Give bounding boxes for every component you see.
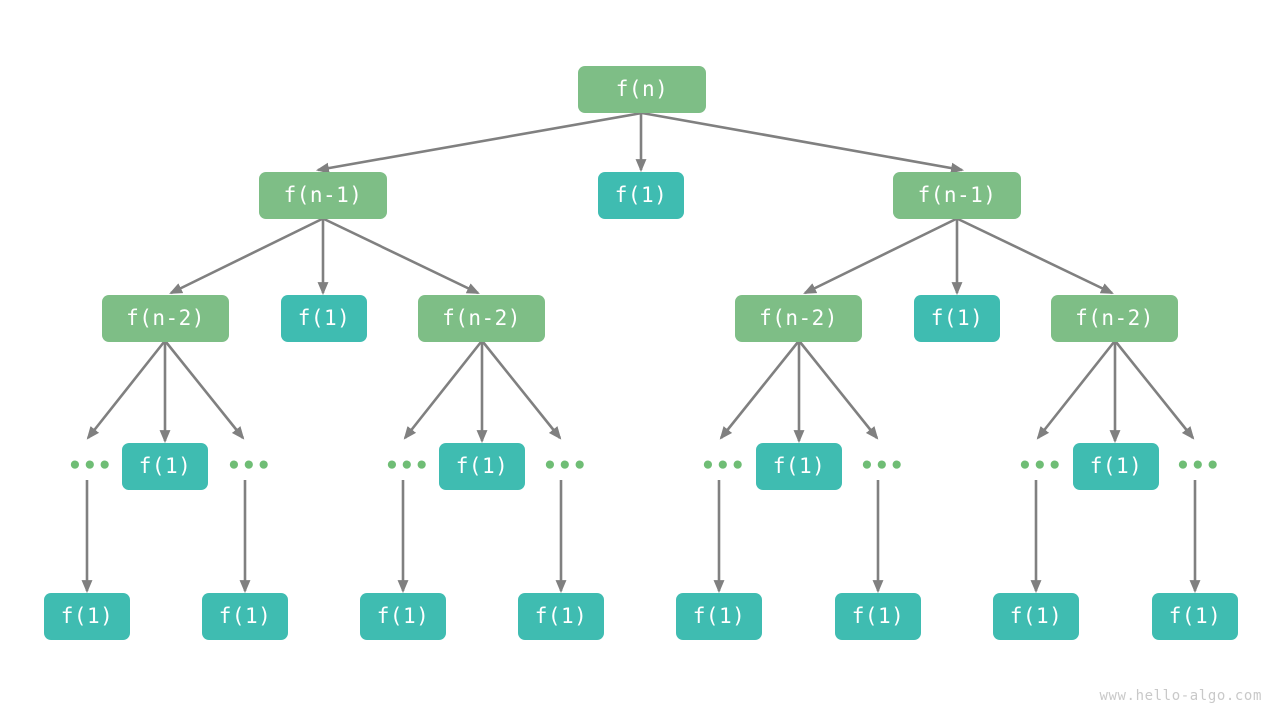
tree-node-label: f(n-2) [759, 306, 838, 330]
tree-node-label: f(n-2) [126, 306, 205, 330]
tree-node-label: f(1) [455, 454, 509, 478]
edge-n2f-to-e8 [1114, 341, 1195, 440]
edge-n0-to-n1c [641, 111, 965, 174]
edge-n1a-to-n2a [169, 217, 323, 295]
edge-n2a-to-e1 [86, 341, 166, 440]
tree-node-n2c[interactable]: f(n-2) [418, 295, 545, 342]
tree-node-n4a[interactable]: f(1) [44, 593, 130, 640]
edge-group [81, 111, 1201, 594]
tree-node-label: f(1) [60, 604, 114, 628]
ellipsis-e8: ••• [1176, 453, 1221, 479]
tree-node-label: f(n) [615, 77, 669, 101]
tree-node-n4b[interactable]: f(1) [202, 593, 288, 640]
watermark: www.hello-algo.com [1099, 688, 1262, 704]
tree-node-n4h[interactable]: f(1) [1152, 593, 1238, 640]
tree-node-label: f(1) [930, 306, 984, 330]
tree-node-n3b[interactable]: f(1) [439, 443, 525, 490]
tree-node-n1c[interactable]: f(n-1) [893, 172, 1021, 219]
edge-n1c-to-n2f [957, 217, 1114, 295]
tree-node-n2e[interactable]: f(1) [914, 295, 1000, 342]
tree-node-label: f(1) [1009, 604, 1063, 628]
ellipsis-e2: ••• [227, 453, 272, 479]
tree-node-label: f(1) [772, 454, 826, 478]
ellipsis-e3: ••• [385, 453, 430, 479]
tree-node-n4e[interactable]: f(1) [676, 593, 762, 640]
edge-n1c-to-n2d [803, 217, 957, 295]
tree-node-n4d[interactable]: f(1) [518, 593, 604, 640]
tree-node-label: f(1) [1168, 604, 1222, 628]
tree-node-n4f[interactable]: f(1) [835, 593, 921, 640]
tree-node-label: f(n-1) [917, 183, 997, 207]
tree-node-n2b[interactable]: f(1) [281, 295, 367, 342]
edge-n1a-to-n2c [323, 217, 480, 295]
edge-n2d-to-e5 [719, 341, 800, 440]
edge-n2a-to-e2 [164, 341, 245, 440]
tree-node-n2a[interactable]: f(n-2) [102, 295, 229, 342]
tree-node-label: f(1) [1089, 454, 1143, 478]
tree-node-n2d[interactable]: f(n-2) [735, 295, 862, 342]
tree-node-n2f[interactable]: f(n-2) [1051, 295, 1178, 342]
tree-node-n4c[interactable]: f(1) [360, 593, 446, 640]
tree-node-n0[interactable]: f(n) [578, 66, 706, 113]
tree-node-label: f(1) [376, 604, 430, 628]
tree-node-label: f(1) [614, 183, 668, 207]
tree-node-label: f(1) [851, 604, 905, 628]
tree-node-n3a[interactable]: f(1) [122, 443, 208, 490]
tree-node-n3d[interactable]: f(1) [1073, 443, 1159, 490]
tree-node-label: f(1) [218, 604, 272, 628]
tree-node-n1a[interactable]: f(n-1) [259, 172, 387, 219]
ellipsis-e6: ••• [860, 453, 905, 479]
edge-n2c-to-e4 [481, 341, 562, 440]
tree-node-label: f(1) [138, 454, 192, 478]
tree-node-label: f(n-2) [1075, 306, 1154, 330]
tree-node-label: f(1) [534, 604, 588, 628]
tree-node-n4g[interactable]: f(1) [993, 593, 1079, 640]
tree-node-n1b[interactable]: f(1) [598, 172, 684, 219]
edge-n2d-to-e6 [798, 341, 879, 440]
tree-node-label: f(1) [692, 604, 746, 628]
tree-node-label: f(n-2) [442, 306, 521, 330]
edge-n0-to-n1a [315, 111, 643, 174]
tree-node-label: f(n-1) [283, 183, 363, 207]
tree-node-label: f(1) [297, 306, 351, 330]
tree-node-n3c[interactable]: f(1) [756, 443, 842, 490]
edge-n2c-to-e3 [403, 341, 483, 440]
ellipsis-e4: ••• [543, 453, 588, 479]
ellipsis-e1: ••• [68, 453, 113, 479]
edge-n2f-to-e7 [1036, 341, 1116, 440]
ellipsis-e7: ••• [1018, 453, 1063, 479]
ellipsis-e5: ••• [701, 453, 746, 479]
